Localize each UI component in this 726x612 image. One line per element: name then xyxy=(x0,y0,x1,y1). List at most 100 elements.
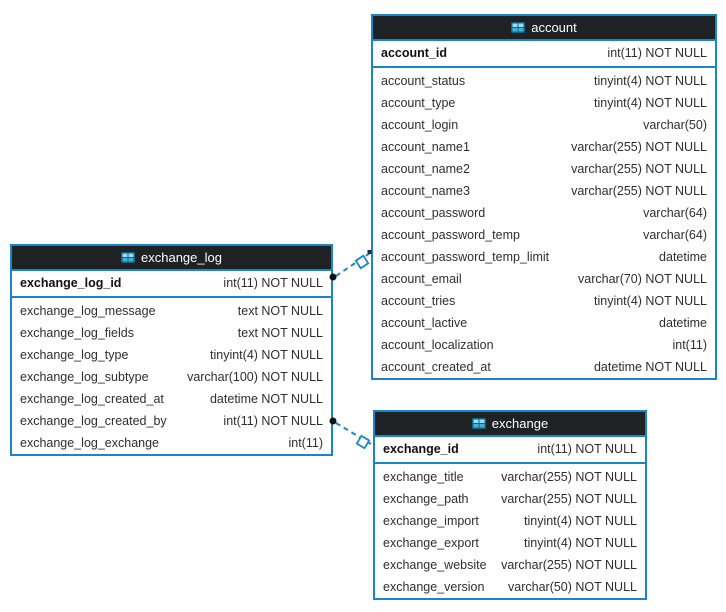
column-name: account_password xyxy=(381,206,486,220)
table-row[interactable]: account_login varchar(50) xyxy=(373,114,715,136)
table-title: exchange_log xyxy=(141,250,222,265)
table-row-primary-key[interactable]: account_id int(11) NOT NULL xyxy=(373,41,715,65)
table-row[interactable]: exchange_export tinyint(4) NOT NULL xyxy=(375,532,645,554)
column-type: int(11) NOT NULL xyxy=(537,442,637,456)
column-type: text NOT NULL xyxy=(237,304,323,318)
table-title: account xyxy=(531,20,577,35)
primary-key-separator xyxy=(12,296,331,298)
table-row[interactable]: exchange_log_subtype varchar(100) NOT NUL… xyxy=(12,366,331,388)
column-name: account_login xyxy=(381,118,459,132)
column-type: varchar(50) xyxy=(643,118,707,132)
column-type: int(11) xyxy=(672,338,707,352)
primary-key-separator xyxy=(373,66,715,68)
table-row[interactable]: account_type tinyint(4) NOT NULL xyxy=(373,92,715,114)
column-type: datetime NOT NULL xyxy=(209,392,323,406)
table-exchange-log[interactable]: exchange_log exchange_log_id int(11) NOT… xyxy=(10,244,333,456)
column-name: exchange_id xyxy=(383,442,459,456)
column-name: exchange_website xyxy=(383,558,487,572)
column-name: exchange_log_created_at xyxy=(20,392,164,406)
table-row[interactable]: exchange_path varchar(255) NOT NULL xyxy=(375,488,645,510)
table-icon xyxy=(471,418,486,429)
column-type: tinyint(4) NOT NULL xyxy=(524,536,637,550)
column-type: text NOT NULL xyxy=(237,326,323,340)
table-exchange-log-header[interactable]: exchange_log xyxy=(12,246,331,271)
column-name: account_type xyxy=(381,96,456,110)
column-type: tinyint(4) NOT NULL xyxy=(594,96,707,110)
column-type: tinyint(4) NOT NULL xyxy=(594,294,707,308)
column-name: exchange_export xyxy=(383,536,479,550)
table-row[interactable]: exchange_log_fields text NOT NULL xyxy=(12,322,331,344)
column-type: varchar(50) NOT NULL xyxy=(508,580,637,594)
column-type: tinyint(4) NOT NULL xyxy=(210,348,323,362)
table-title: exchange xyxy=(491,416,549,431)
table-icon xyxy=(511,22,526,33)
table-row[interactable]: account_tries tinyint(4) NOT NULL xyxy=(373,290,715,312)
column-type: varchar(255) NOT NULL xyxy=(571,162,707,176)
column-name: exchange_log_id xyxy=(20,276,122,290)
column-type: tinyint(4) NOT NULL xyxy=(524,514,637,528)
table-row[interactable]: exchange_log_message text NOT NULL xyxy=(12,300,331,322)
one-side-diamond-marker xyxy=(354,254,370,270)
column-type: varchar(64) xyxy=(643,228,707,242)
table-row-primary-key[interactable]: exchange_log_id int(11) NOT NULL xyxy=(12,271,331,295)
column-type: datetime xyxy=(659,250,707,264)
column-type: datetime NOT NULL xyxy=(593,360,707,374)
column-name: exchange_path xyxy=(383,492,469,506)
column-type: datetime xyxy=(659,316,707,330)
column-type: varchar(64) xyxy=(643,206,707,220)
column-type: int(11) NOT NULL xyxy=(223,276,323,290)
table-icon xyxy=(121,252,136,263)
relationship-line[interactable] xyxy=(335,252,371,277)
table-row[interactable]: exchange_log_created_at datetime NOT NULL xyxy=(12,388,331,410)
table-row[interactable]: exchange_log_created_by int(11) NOT NULL xyxy=(12,410,331,432)
table-account[interactable]: account account_id int(11) NOT NULL acco… xyxy=(371,14,717,380)
column-type: varchar(255) NOT NULL xyxy=(501,470,637,484)
column-name: exchange_log_fields xyxy=(20,326,134,340)
column-type: varchar(255) NOT NULL xyxy=(501,492,637,506)
column-type: varchar(70) NOT NULL xyxy=(578,272,707,286)
table-row[interactable]: exchange_website varchar(255) NOT NULL xyxy=(375,554,645,576)
column-name: account_password_temp_limit xyxy=(381,250,550,264)
table-row-primary-key[interactable]: exchange_id int(11) NOT NULL xyxy=(375,437,645,461)
column-name: account_tries xyxy=(381,294,456,308)
table-exchange[interactable]: exchange exchange_id int(11) NOT NULL ex… xyxy=(373,410,647,600)
table-row[interactable]: account_email varchar(70) NOT NULL xyxy=(373,268,715,290)
column-name: exchange_log_subtype xyxy=(20,370,149,384)
column-name: account_email xyxy=(381,272,462,286)
column-type: varchar(255) NOT NULL xyxy=(571,184,707,198)
column-name: account_name3 xyxy=(381,184,470,198)
table-row[interactable]: account_name2 varchar(255) NOT NULL xyxy=(373,158,715,180)
column-type: varchar(255) NOT NULL xyxy=(501,558,637,572)
table-row[interactable]: account_password varchar(64) xyxy=(373,202,715,224)
table-account-header[interactable]: account xyxy=(373,16,715,41)
column-name: account_name2 xyxy=(381,162,470,176)
connector-exchange-log-to-exchange xyxy=(329,417,372,450)
column-name: account_status xyxy=(381,74,466,88)
table-row[interactable]: account_password_temp_limit datetime xyxy=(373,246,715,268)
column-name: exchange_log_message xyxy=(20,304,156,318)
table-row[interactable]: account_name3 varchar(255) NOT NULL xyxy=(373,180,715,202)
relationship-line[interactable] xyxy=(335,422,372,445)
table-exchange-header[interactable]: exchange xyxy=(375,412,645,437)
column-type: int(11) NOT NULL xyxy=(607,46,707,60)
one-side-diamond-marker xyxy=(355,434,371,450)
column-type: int(11) NOT NULL xyxy=(223,414,323,428)
column-name: exchange_log_created_by xyxy=(20,414,167,428)
primary-key-separator xyxy=(375,462,645,464)
column-type: varchar(100) NOT NULL xyxy=(187,370,323,384)
